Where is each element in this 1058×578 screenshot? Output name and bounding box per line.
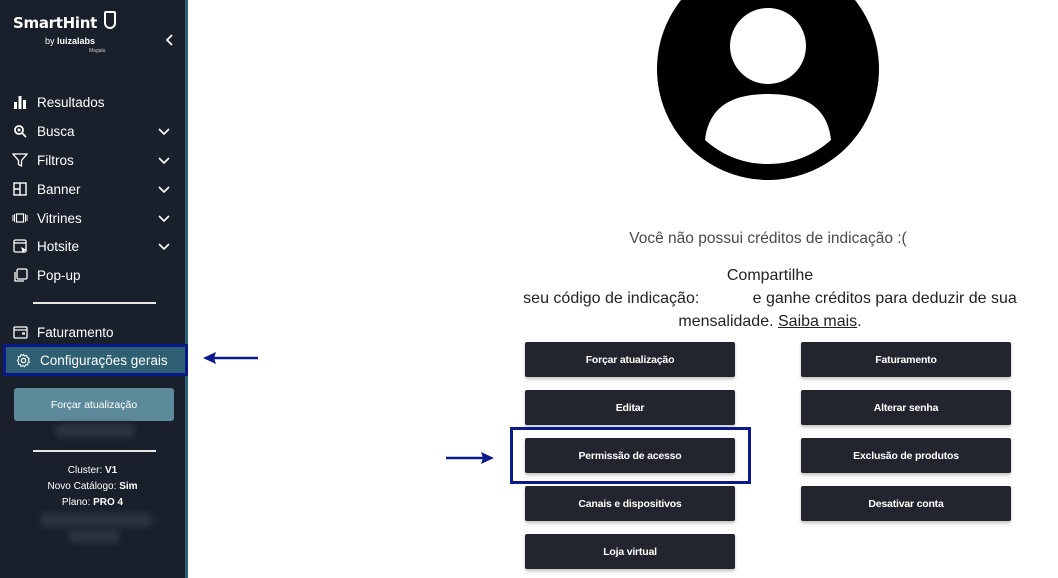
no-credits-message: Você não possui créditos de indicação :( [629, 230, 907, 247]
annotation-arrow-left [203, 352, 258, 364]
share-message: Compartilhe seu código de indicação: e g… [500, 264, 1040, 333]
catalog-info: Novo Catálogo: Sim [47, 481, 138, 492]
change-password-button[interactable]: Alterar senha [801, 390, 1011, 425]
sidebar-item-resultados[interactable]: Resultados [0, 88, 185, 116]
filter-icon [12, 152, 28, 168]
hotsite-icon [12, 238, 28, 254]
redacted-text [40, 513, 153, 527]
plan-info: Plano: PRO 4 [61, 497, 124, 508]
annotation-arrow-right [446, 452, 494, 464]
sidebar-item-faturamento[interactable]: Faturamento [0, 318, 185, 346]
sidebar-item-hotsite[interactable]: Hotsite [0, 232, 185, 260]
annotation-highlight-box [510, 427, 751, 484]
sidebar-item-filtros[interactable]: Filtros [0, 146, 185, 174]
sidebar-item-label: Faturamento [37, 324, 114, 340]
share-line-3: mensalidade. Saiba mais. [678, 313, 862, 330]
sidebar-item-label: Configurações gerais [40, 352, 168, 368]
divider [33, 450, 156, 452]
brand-tiny: Magalu [89, 48, 106, 54]
deactivate-account-button[interactable]: Desativar conta [801, 486, 1011, 521]
share-line-2: seu código de indicação: e ganhe crédito… [523, 290, 1017, 307]
cluster-info: Cluster: V1 [67, 465, 118, 476]
virtual-store-button[interactable]: Loja virtual [525, 534, 735, 569]
gear-icon [15, 352, 31, 368]
share-line-1: Compartilhe [726, 267, 814, 284]
popup-icon [12, 267, 28, 283]
access-permission-button[interactable]: Permissão de acesso [525, 438, 735, 473]
chevron-down-icon[interactable] [157, 153, 171, 167]
chevron-down-icon[interactable] [157, 211, 171, 225]
sidebar-item-label: Hotsite [37, 238, 80, 254]
learn-more-link[interactable]: Saiba mais [778, 313, 858, 330]
channels-devices-button[interactable]: Canais e dispositivos [525, 486, 735, 521]
chevron-down-icon[interactable] [157, 182, 171, 196]
brand-logo[interactable]: SmartHint by luizalabs Magalu [13, 11, 123, 54]
bar-chart-icon [12, 94, 28, 110]
brand-by: by luizalabs [45, 36, 96, 46]
search-icon [12, 123, 28, 139]
sidebar-item-banner[interactable]: Banner [0, 175, 185, 203]
chevron-down-icon[interactable] [157, 239, 171, 253]
force-update-main-button[interactable]: Forçar atualização [525, 342, 735, 377]
product-exclusion-button[interactable]: Exclusão de produtos [801, 438, 1011, 473]
wallet-icon [12, 324, 28, 340]
sidebar-item-label: Pop-up [37, 267, 81, 283]
billing-button[interactable]: Faturamento [801, 342, 1011, 377]
edit-button[interactable]: Editar [525, 390, 735, 425]
sidebar-item-label: Resultados [37, 94, 105, 110]
sidebar-item-label: Vitrines [37, 210, 82, 226]
sidebar-item-busca[interactable]: Busca [0, 117, 185, 145]
redacted-text [68, 529, 120, 543]
sidebar-item-vitrines[interactable]: Vitrines [0, 204, 185, 232]
shopping-bag-icon [104, 11, 116, 29]
sidebar-item-popup[interactable]: Pop-up [0, 261, 185, 289]
divider [33, 302, 156, 304]
brand-name: SmartHint [13, 14, 97, 32]
sidebar-item-configuracoes-gerais[interactable]: Configurações gerais [3, 344, 188, 376]
sidebar-item-label: Filtros [37, 152, 74, 168]
sidebar-item-label: Banner [37, 181, 81, 197]
force-update-button[interactable]: Forçar atualização [14, 388, 174, 421]
sidebar-item-label: Busca [37, 123, 75, 139]
banner-icon [12, 181, 28, 197]
user-avatar-icon [657, 0, 879, 180]
collapse-sidebar-chevron-icon[interactable] [162, 33, 178, 49]
redacted-text [55, 424, 135, 438]
chevron-down-icon[interactable] [157, 124, 171, 138]
showcase-icon [12, 210, 28, 226]
sidebar: SmartHint by luizalabs Magalu Resultados… [0, 0, 188, 578]
